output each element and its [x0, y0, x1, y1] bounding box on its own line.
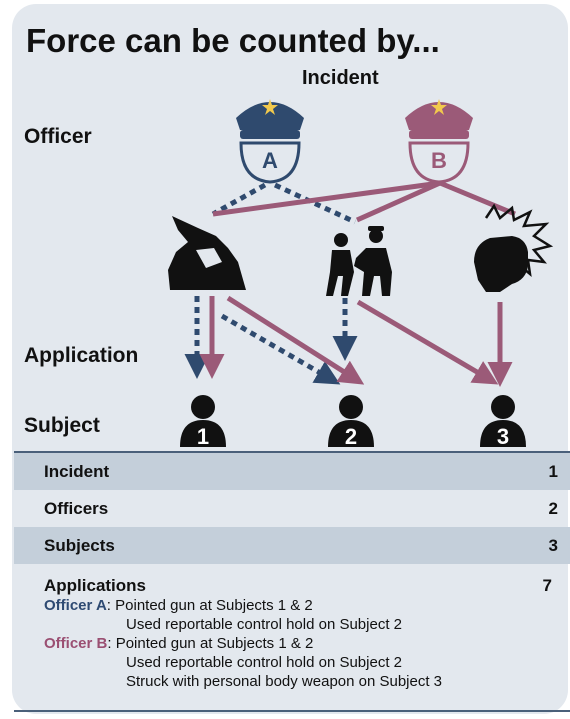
- row-value: 2: [548, 499, 558, 518]
- row-value: 1: [548, 462, 558, 481]
- table-row-incident: Incident 1: [14, 453, 570, 490]
- officer-b-line-2: Used reportable control hold on Subject …: [126, 654, 403, 671]
- table-bottom-rule: [14, 710, 570, 712]
- officer-a-applications: [184, 296, 358, 385]
- subject-label: Subject: [24, 414, 100, 437]
- page-title: Force can be counted by...: [26, 22, 440, 59]
- table-row-officers: Officers 2: [14, 490, 570, 527]
- officer-a-letter: A: [262, 148, 278, 173]
- subject-2-icon: 2: [328, 395, 374, 449]
- officer-b-applications: [199, 295, 513, 387]
- officer-b-connectors: [212, 180, 516, 223]
- officer-a-name: Officer A: [44, 597, 107, 614]
- subject-3-icon: 3: [480, 395, 526, 449]
- officer-b-name: Officer B: [44, 635, 108, 652]
- officer-b-detail: Pointed gun at Subjects 1 & 2: [115, 635, 314, 652]
- officer-b-line-3: Struck with personal body weapon on Subj…: [126, 673, 443, 690]
- summary-table: Incident 1 Officers 2 Subjects 3: [14, 453, 570, 564]
- row-label: Subjects: [44, 536, 115, 555]
- table-row-subjects: Subjects 3: [14, 527, 570, 564]
- officer-b-icon: B: [405, 99, 473, 184]
- control-hold-icon: [326, 226, 392, 296]
- officer-a-line-1: Officer A: Pointed gun at Subjects 1 & 2: [44, 597, 313, 614]
- officer-a-icon: A: [236, 99, 304, 184]
- row-value: 3: [548, 536, 558, 555]
- incident-label: Incident: [302, 67, 379, 89]
- subject-2-number: 2: [345, 424, 357, 449]
- row-label: Incident: [44, 462, 110, 481]
- application-label: Application: [24, 344, 139, 367]
- row-label: Officers: [44, 499, 109, 518]
- subject-1-number: 1: [197, 424, 209, 449]
- pointed-gun-icon: [168, 216, 246, 290]
- force-diagram: A B 1: [168, 99, 554, 449]
- applications-value: 7: [542, 576, 552, 595]
- officer-a-connectors: [211, 182, 357, 225]
- officer-a-line-2: Used reportable control hold on Subject …: [126, 616, 403, 633]
- applications-section: Applications 7 Officer A: Pointed gun at…: [44, 576, 564, 691]
- officer-b-letter: B: [431, 148, 447, 173]
- punch-fist-icon: [474, 203, 554, 292]
- subject-3-number: 3: [497, 424, 509, 449]
- table-top-rule: [14, 451, 570, 453]
- officer-label: Officer: [24, 125, 92, 148]
- applications-label: Applications: [44, 576, 147, 595]
- officer-b-line-1: Officer B: Pointed gun at Subjects 1 & 2: [44, 635, 314, 652]
- subject-1-icon: 1: [180, 395, 226, 449]
- officer-a-detail: Pointed gun at Subjects 1 & 2: [115, 597, 313, 614]
